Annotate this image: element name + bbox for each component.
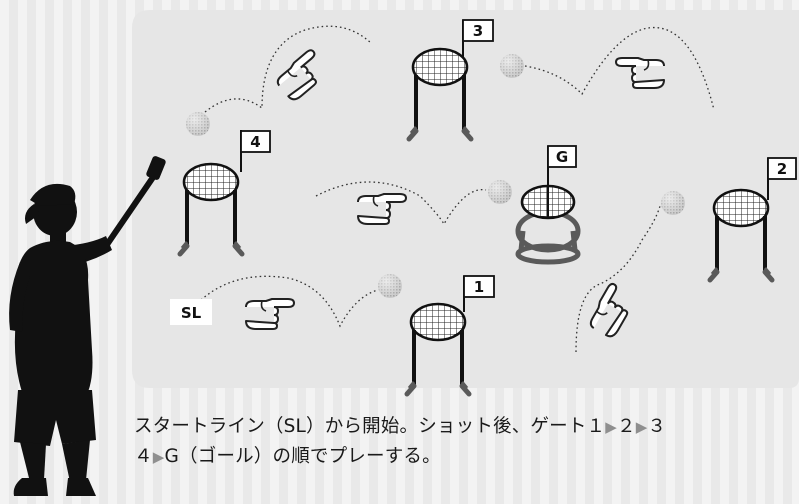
arrow-right-icon: ▶: [152, 448, 165, 466]
ball-3: [500, 54, 524, 78]
ball-trajectories: [200, 25, 715, 353]
trajectory-gate1-to-gate2: [575, 205, 661, 353]
instructions-line-1: スタートライン（SL）から開始。ショット後、ゲート１▶２▶３: [134, 412, 794, 442]
gate-2: 2: [710, 157, 797, 280]
playing-field: [132, 10, 799, 388]
instructions-line-1-text-a: スタートライン（SL）から開始。ショット後、ゲート１: [134, 416, 606, 437]
gate-1: 1: [407, 275, 495, 394]
trajectory-sl-to-gate1: [200, 275, 379, 328]
player-silhouette: [9, 156, 166, 496]
gate-3-label: 3: [473, 22, 483, 40]
instructions-line-2-text-b: G（ゴール）の順でプレーする。: [164, 446, 441, 467]
gate-1-label: 1: [474, 278, 484, 296]
ball-4: [186, 112, 210, 136]
ball-goal: [488, 180, 512, 204]
gate-4: 4: [180, 130, 271, 254]
start-line-label: SL: [181, 304, 202, 322]
arrow-right-icon: ▶: [605, 418, 618, 436]
gate-4-label: 4: [250, 133, 260, 151]
instructions-line-2-text-a: ４: [134, 446, 153, 467]
start-line-marker: SL: [170, 299, 212, 325]
gate-2-label: 2: [777, 160, 787, 178]
trajectory-gate3-to-goal: [524, 26, 715, 111]
gate-goal: G: [515, 145, 581, 265]
instructions-text: スタートライン（SL）から開始。ショット後、ゲート１▶２▶３ ４▶G（ゴール）の…: [134, 412, 794, 472]
ball-1: [378, 274, 402, 298]
instructions-line-2: ４▶G（ゴール）の順でプレーする。: [134, 442, 794, 472]
arrow-right-icon: ▶: [635, 418, 648, 436]
instructions-line-1-text-c: ３: [647, 416, 667, 437]
ball-2: [661, 191, 685, 215]
gate-goal-label: G: [556, 148, 568, 166]
instructions-line-1-text-b: ２: [617, 416, 636, 437]
gate-3: 3: [409, 19, 494, 139]
